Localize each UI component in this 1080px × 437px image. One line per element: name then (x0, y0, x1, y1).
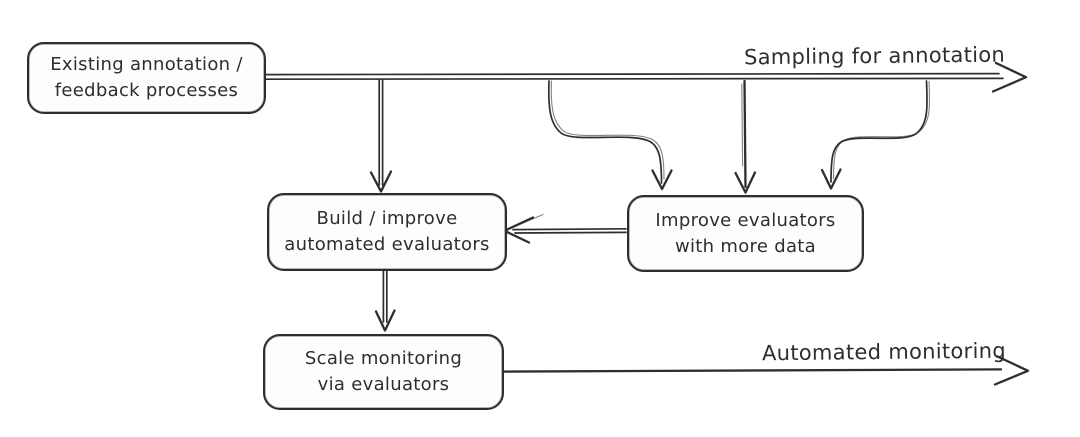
edge-drop-to-improve (734, 79, 757, 194)
edge-sampling-arrow (257, 61, 1028, 93)
edge-automated-monitoring-arrow (499, 355, 1030, 386)
edge-label-automated-monitoring: Automated monitoring (761, 338, 1007, 366)
arrowhead-down-icon (734, 171, 757, 194)
node-label: Existing annotation / feedback processes (50, 54, 243, 101)
edge-label-sampling-for-annotation: Sampling for annotation (743, 42, 1006, 70)
arrowhead-right-icon (991, 61, 1028, 93)
arrowhead-right-icon (993, 355, 1030, 386)
arrowhead-down-icon (369, 170, 393, 193)
edge-improve-to-build (503, 213, 627, 244)
arrowhead-ghost (505, 213, 544, 231)
edge-line (830, 80, 928, 183)
edge-line-ghost (832, 80, 931, 180)
edge-line (743, 79, 747, 189)
edge-line (499, 368, 1003, 373)
node-improve-evaluators: Improve evaluators with more data (627, 195, 864, 272)
node-build-improve-evaluators: Build / improve automated evaluators (267, 193, 507, 271)
node-label: Build / improve automated evaluators (284, 208, 490, 255)
node-label: Improve evaluators with more data (655, 209, 836, 257)
edge-line (514, 231, 627, 234)
edge-curve-right-to-improve (820, 80, 931, 190)
edge-line (257, 77, 1004, 81)
edge-line-ghost (550, 80, 665, 180)
arrowhead-down-icon (374, 309, 396, 332)
edge-build-to-scale (374, 266, 396, 332)
edge-drop-to-build (369, 79, 393, 193)
edge-curve-left-to-improve (547, 80, 673, 191)
arrowhead-down-icon (820, 168, 842, 190)
edge-line (547, 80, 663, 184)
edge-line (512, 227, 627, 231)
arrowhead-down-icon (651, 169, 673, 191)
node-scale-monitoring: Scale monitoring via evaluators (263, 334, 504, 410)
edge-line-ghost (741, 83, 744, 167)
edge-line (257, 72, 1000, 76)
node-label: Scale monitoring via evaluators (304, 348, 463, 395)
node-existing-annotation: Existing annotation / feedback processes (27, 42, 266, 114)
